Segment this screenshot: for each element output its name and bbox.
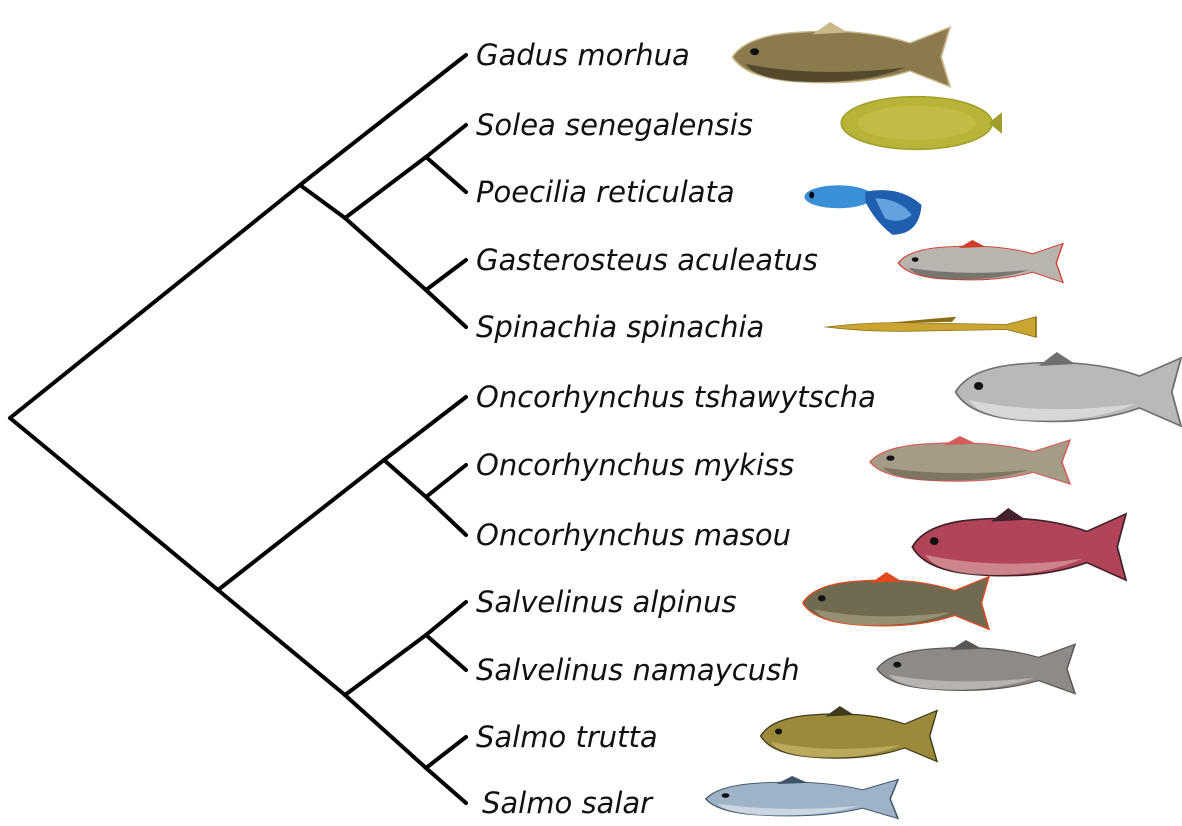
tree-branch [426,602,466,635]
tree-branch [345,695,426,768]
tree-branch [300,55,466,185]
guppy-fish-icon [804,185,921,235]
masu-salmon-icon [912,508,1126,580]
cod-fish-icon [732,22,950,87]
tree-branch [345,635,426,695]
atlantic-salmon-icon [706,776,898,819]
tree-branch [384,460,426,497]
taxon-label-salv_nam: Salvelinus namaycush [476,653,800,687]
lake-trout-icon [877,640,1075,694]
fish-illustrations [706,22,1181,819]
tree-branch [218,590,345,695]
taxon-label-gasterosteus: Gasterosteus aculeatus [476,243,818,277]
arctic-char-icon [803,572,989,629]
taxon-label-solea: Solea senegalensis [476,108,753,142]
taxon-label-onc_myk: Oncorhynchus mykiss [476,448,794,482]
tree-branch [426,737,466,768]
tree-branch [426,768,466,803]
tree-branch [426,465,466,497]
sole-flatfish-icon [841,97,1002,150]
stickleback-fish-icon [898,240,1063,283]
taxon-label-poecilia: Poecilia reticulata [476,175,735,209]
tree-branch [10,418,218,590]
chinook-salmon-icon [956,352,1181,426]
taxon-label-spinachia: Spinachia spinachia [476,310,764,344]
tree-branch [218,460,384,590]
tree-branch [345,157,426,218]
taxon-label-salmo_tru: Salmo trutta [476,720,658,754]
taxon-label-onc_tsh: Oncorhynchus tshawytscha [476,380,876,414]
tree-branch [345,218,426,290]
tree-branch [426,260,466,290]
rainbow-trout-icon [870,436,1070,484]
taxon-label-gadus: Gadus morhua [476,38,690,72]
tree-branch [300,185,345,218]
tree-branch [10,185,300,418]
tree-branch [384,397,466,460]
taxon-label-salmo_sal: Salmo salar [482,786,654,820]
taxon-label-onc_mas: Oncorhynchus masou [476,518,791,552]
taxon-label-salv_alp: Salvelinus alpinus [476,585,737,619]
tree-branch [426,157,466,192]
tree-branch [426,497,466,535]
tree-branches [10,55,466,803]
brown-trout-icon [761,706,937,762]
tree-branch [426,125,466,157]
tree-branch [426,290,466,327]
sea-stickleback-fish-icon [826,317,1036,337]
tree-branch [426,635,466,670]
